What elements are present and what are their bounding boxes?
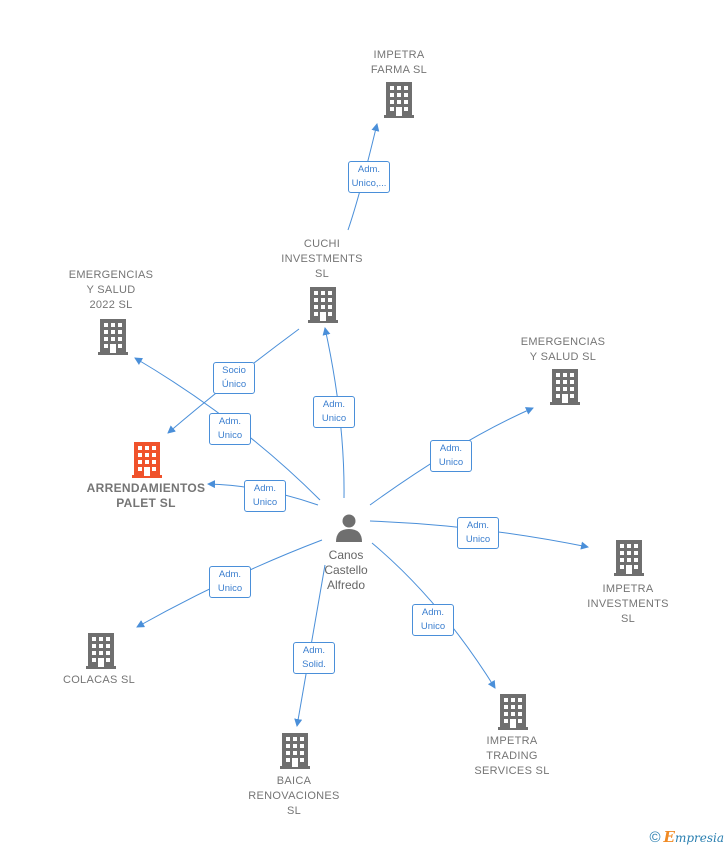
building-icon[interactable] <box>308 287 338 323</box>
relation-edges <box>134 123 589 727</box>
building-icon[interactable] <box>98 319 128 355</box>
company-name-impetra-investments[interactable]: IMPETRA INVESTMENTS SL <box>587 583 669 625</box>
company-name-arrendamientos[interactable]: ARRENDAMIENTOS PALET SL <box>86 481 206 510</box>
relation-label-person-baica[interactable]: Adm. Solid. <box>293 642 335 674</box>
company-name-emergencias-2022[interactable]: EMERGENCIAS Y SALUD 2022 SL <box>68 269 154 311</box>
relation-label-person-impetra-trading[interactable]: Adm. Unico <box>412 604 454 636</box>
company-name-baica[interactable]: BAICA RENOVACIONES SL <box>248 775 340 817</box>
brand-logo[interactable]: Empresia <box>664 828 725 846</box>
relation-label-person-arrendamientos[interactable]: Adm. Unico <box>244 480 286 512</box>
copyright-symbol: © <box>649 828 661 846</box>
relation-label-person-colacas[interactable]: Adm. Unico <box>209 566 251 598</box>
brand-name: mpresia <box>674 831 724 845</box>
relation-label-person-cuchi[interactable]: Adm. Unico <box>313 396 355 428</box>
company-name-impetra-trading[interactable]: IMPETRA TRADING SERVICES SL <box>474 735 550 777</box>
relation-label-cuchi-arrendamientos[interactable]: Socio Único <box>213 362 255 394</box>
relation-label-person-emergencias[interactable]: Adm. Unico <box>430 440 472 472</box>
building-icon[interactable] <box>132 442 162 478</box>
entity-icons <box>86 82 644 769</box>
company-name-emergencias[interactable]: EMERGENCIAS Y SALUD SL <box>520 336 606 363</box>
building-icon[interactable] <box>86 633 116 669</box>
relation-label-cuchi-impetra-farma[interactable]: Adm. Unico,... <box>348 161 390 193</box>
building-icon[interactable] <box>550 369 580 405</box>
building-icon[interactable] <box>384 82 414 118</box>
footer-brand: © Empresia <box>649 828 724 846</box>
person-name[interactable]: Canos Castello Alfredo <box>324 548 368 592</box>
company-name-impetra-farma[interactable]: IMPETRA FARMA SL <box>370 49 428 76</box>
company-name-colacas[interactable]: COLACAS SL <box>62 674 136 686</box>
person-icon[interactable] <box>336 514 362 543</box>
building-icon[interactable] <box>280 733 310 769</box>
building-icon[interactable] <box>614 540 644 576</box>
brand-initial: E <box>663 828 675 846</box>
building-icon[interactable] <box>498 694 528 730</box>
relation-label-person-impetra-investments[interactable]: Adm. Unico <box>457 517 499 549</box>
company-name-cuchi[interactable]: CUCHI INVESTMENTS SL <box>281 238 363 280</box>
relation-label-person-emergencias-2022[interactable]: Adm. Unico <box>209 413 251 445</box>
